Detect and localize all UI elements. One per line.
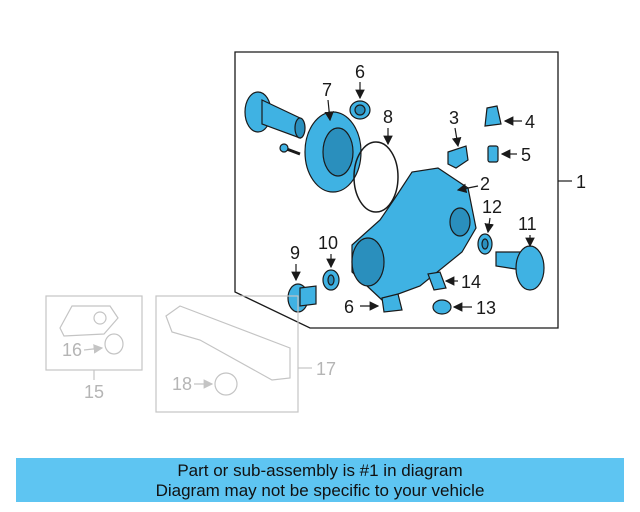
callout-1: 1 xyxy=(576,172,586,192)
cover-part xyxy=(304,111,362,193)
vent-cap-part xyxy=(484,105,502,127)
banner-line-1: Part or sub-assembly is #1 in diagram xyxy=(177,461,463,480)
mount-part xyxy=(381,293,403,313)
bushing-part-13 xyxy=(432,299,452,315)
callout-6-top: 6 xyxy=(355,62,365,82)
bushing-part xyxy=(427,271,447,291)
bracket-part xyxy=(447,145,469,169)
callout-7-leader xyxy=(324,99,334,122)
flange-part-9 xyxy=(287,283,317,313)
callout-4: 4 xyxy=(525,112,535,132)
seal-part-10 xyxy=(322,269,340,291)
info-banner: Part or sub-assembly is #1 in diagram Di… xyxy=(16,458,624,502)
callout-15: 15 xyxy=(84,382,104,402)
callout-12: 12 xyxy=(482,197,502,217)
assembly-frame xyxy=(234,51,559,329)
assembly-17-frame xyxy=(155,295,299,413)
seal-part-top xyxy=(349,100,371,120)
callout-16: 16 xyxy=(62,340,82,360)
callout-3: 3 xyxy=(449,108,459,128)
callout-14: 14 xyxy=(461,272,481,292)
callout-10: 10 xyxy=(318,233,338,253)
callout-12-leader xyxy=(484,217,494,234)
plug-part xyxy=(487,145,499,163)
mount-bracket-ghost xyxy=(59,305,124,355)
callout-11: 11 xyxy=(518,214,537,234)
callout-5: 5 xyxy=(521,145,531,165)
bolt-part xyxy=(279,143,301,156)
o-ring-part xyxy=(353,141,399,213)
callout-2: 2 xyxy=(480,174,490,194)
seal-part-12 xyxy=(477,233,493,255)
banner-line-2: Diagram may not be specific to your vehi… xyxy=(155,481,485,500)
callout-2-leader xyxy=(456,183,479,194)
callout-6-bottom: 6 xyxy=(344,297,354,317)
callout-13: 13 xyxy=(476,298,496,318)
callout-3-leader xyxy=(451,127,462,148)
callout-18: 18 xyxy=(172,374,192,394)
output-flange-part xyxy=(495,245,545,291)
callout-8: 8 xyxy=(383,107,393,127)
callout-7: 7 xyxy=(322,80,332,100)
callout-17: 17 xyxy=(316,359,336,379)
pinion-flange-part xyxy=(244,91,306,139)
callout-16-leader xyxy=(83,344,104,354)
differential-housing-part xyxy=(351,167,477,301)
callout-9: 9 xyxy=(290,243,300,263)
crossmember-ghost xyxy=(165,305,291,396)
